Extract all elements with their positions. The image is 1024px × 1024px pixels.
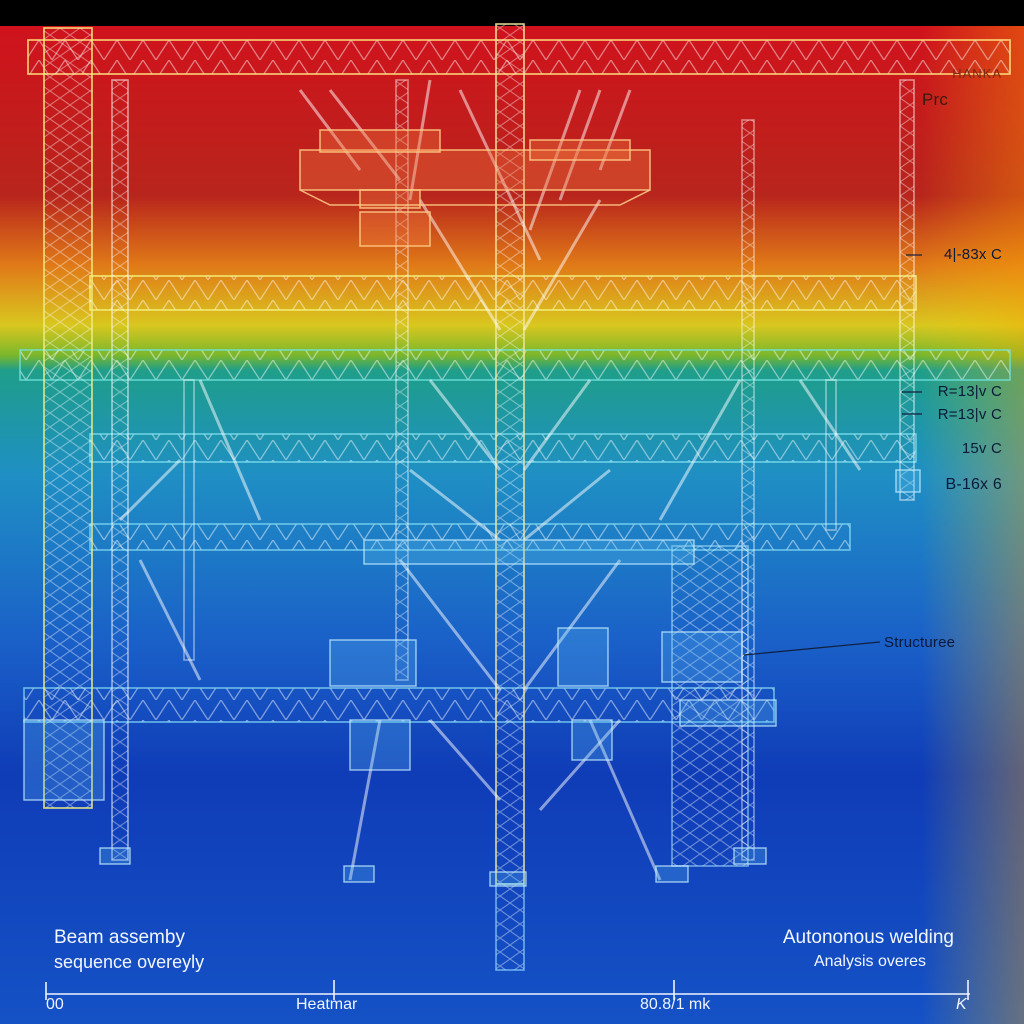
axis-tick-start: 00 <box>46 996 64 1013</box>
temperature-label-1: 4|-83x C <box>943 246 1002 263</box>
temperature-label-3: R=13|v C <box>937 406 1002 423</box>
leader-lines <box>743 254 922 656</box>
left-caption-line2: sequence overeyly <box>54 952 205 972</box>
structure-label: Structuree <box>884 634 956 651</box>
top-right-label: HANKA <box>952 66 1002 81</box>
left-caption-line1: Beam assemby <box>54 927 185 948</box>
crane-machinery <box>299 129 651 247</box>
axis-tick-end: K <box>956 996 967 1013</box>
vertical-columns <box>43 23 915 971</box>
temperature-label-4: 15v C <box>961 440 1002 457</box>
lower-machinery <box>23 469 921 887</box>
diagonal-bracing <box>118 79 862 881</box>
right-caption-line2: Analysis overes <box>813 953 926 970</box>
temperature-label-5: B-16x 6 <box>945 476 1002 493</box>
top-right-subtitle: Prc <box>922 90 949 109</box>
right-caption-line1: Autononous welding <box>782 927 954 948</box>
left-caption: Beam assemby sequence overeyly <box>54 926 204 974</box>
temperature-label-2: R=13|v C <box>937 383 1002 400</box>
axis-tick-right: 80.8/1 mk <box>640 996 711 1013</box>
right-caption: Autononous welding Analysis overes <box>783 926 954 974</box>
axis-tick-mid: Heatmar <box>296 996 358 1013</box>
heatmap-axis <box>45 980 970 1000</box>
